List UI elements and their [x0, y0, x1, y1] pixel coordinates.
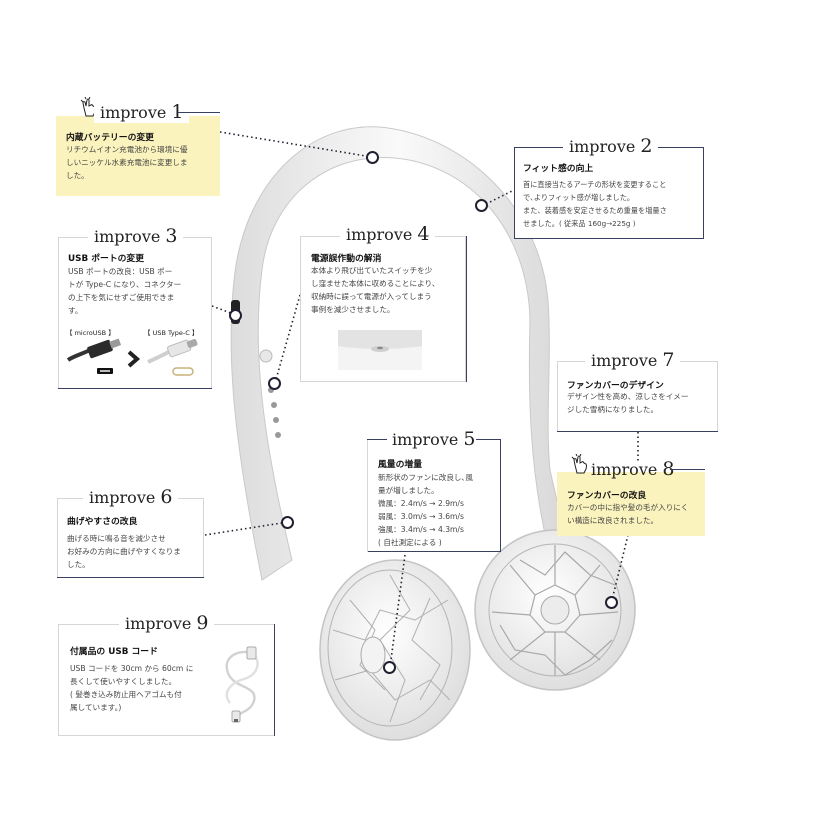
improve-3-body: USB ポートの改良：USB ポー トが Type-C になり、コネクター の上…: [68, 267, 182, 315]
hotspot-5[interactable]: [383, 661, 396, 674]
improve-8-title: ファンカバーの改良: [567, 491, 647, 501]
improve-3-card: [58, 237, 212, 389]
improve-5-card: [367, 440, 501, 552]
hotspot-4[interactable]: [268, 377, 281, 390]
improve-3-title: USB ポートの変更: [68, 254, 145, 264]
switch-closeup-photo: [338, 330, 422, 370]
improve-2-card: [514, 147, 704, 239]
improve-5-body: 新形状のファンに改良し､風 量が増しました。 微風：2.4m/s → 2.9m/…: [378, 473, 473, 547]
left-fan: [319, 559, 471, 741]
improve-4-body: 本体より飛び出ていたスイッチを少 し窪ませた本体に収めることにより、 収納時に誤…: [311, 266, 440, 314]
hotspot-1[interactable]: [366, 151, 379, 164]
improve-4-title: 電源誤作動の解消: [311, 254, 382, 264]
improve-9-body: USB コードを 30cm から 60cm に 長くして使いやすくしました。 (…: [70, 664, 194, 712]
hotspot-3[interactable]: [229, 309, 242, 322]
improve-8-body: カバーの中に指や髪の毛が入りにく い構造に改良されました。: [567, 503, 689, 525]
arrow-chevron-icon: [127, 350, 141, 368]
improve-7-card: [557, 361, 718, 432]
hotspot-8[interactable]: [605, 596, 618, 609]
improve-6-title: 曲げやすさの改良: [67, 517, 138, 527]
right-fan: [474, 529, 636, 691]
improve-1-title: 内蔵バッテリーの変更: [66, 133, 154, 143]
improve-7-title: ファンカバーのデザイン: [567, 381, 664, 391]
improve-5-title: 風量の増量: [378, 460, 422, 470]
improve-6-card: [57, 498, 204, 578]
improve-8-card: [557, 472, 705, 536]
usb-type-c-plug: [147, 339, 198, 376]
usb-old-label: 【 microUSB 】: [66, 329, 115, 337]
improve-2-title: フィット感の向上: [523, 164, 594, 174]
improve-2-body: 首に直接当たるアーチの形状を変更すること で､よりフィット感が増しました。 また…: [523, 180, 667, 228]
hotspot-2[interactable]: [475, 199, 488, 212]
pointing-hand-icon: [571, 454, 587, 474]
usb-cable-icon: [225, 646, 259, 723]
hotspot-6[interactable]: [281, 516, 294, 529]
improve-7-body: デザイン性を高め、涼しさをイメー ジした雪柄になりました。: [567, 392, 689, 414]
micro-usb-plug: [66, 338, 122, 374]
usb-new-label: 【 USB Type-C 】: [144, 329, 199, 337]
usb-connector-comparison: [66, 338, 198, 376]
improve-1-body: リチウムイオン充電池から環境に優 しいニッケル水素充電池に変更しま した。: [66, 145, 188, 180]
improve-6-body: 曲げる時に鳴る音を減少させ お好みの方向に曲げやすくなりま した。: [67, 534, 181, 569]
improve-1-card: [56, 116, 220, 196]
improve-9-title: 付属品の USB コード: [70, 647, 158, 657]
